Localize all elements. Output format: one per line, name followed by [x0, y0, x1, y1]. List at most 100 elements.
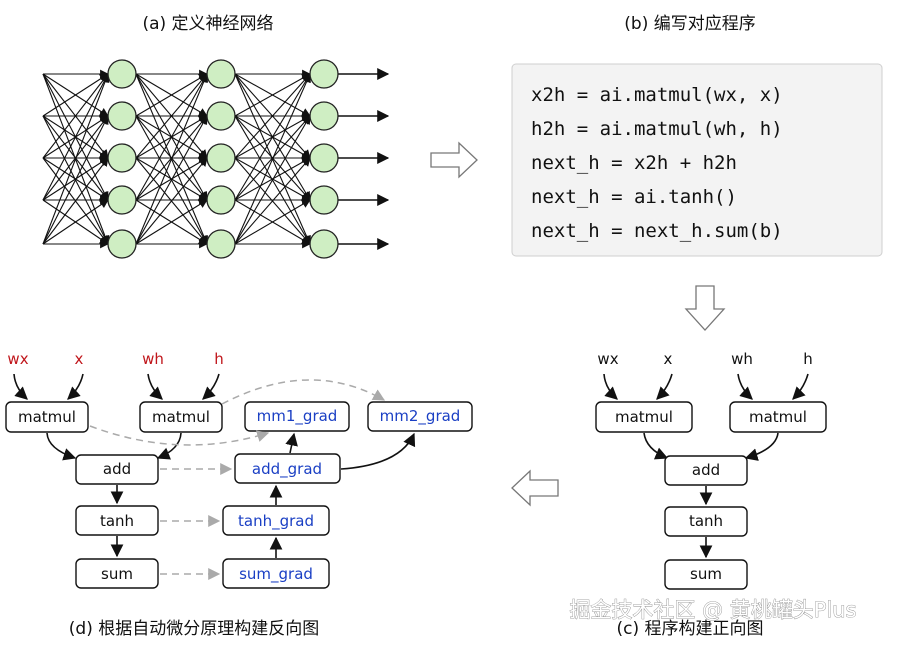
nn-edge: [135, 73, 208, 117]
neuron: [309, 143, 339, 173]
nn-edge: [135, 157, 208, 245]
d-node-matmul-2-label: matmul: [152, 408, 210, 426]
nn-edge: [42, 73, 110, 245]
neuron: [107, 185, 137, 215]
c-node-sum: [664, 559, 748, 590]
neuron: [206, 229, 236, 259]
d-node-add: [75, 454, 159, 485]
d-input-h: h: [214, 350, 224, 368]
nn-edges: [42, 68, 390, 250]
flow-arrow-right: [430, 141, 478, 179]
c-edge-x: [656, 373, 673, 400]
d-dash-mm1: [89, 425, 270, 446]
nn-edge: [234, 157, 311, 245]
c-input-x: x: [664, 350, 673, 368]
d-node-add-grad: [234, 453, 341, 484]
flow-arrow-left: [511, 469, 559, 507]
c-edge-h: [792, 373, 809, 400]
c-node-add: [664, 455, 748, 486]
c-edge-mm2-add: [744, 432, 779, 461]
c-node-matmul-1-label: matmul: [615, 408, 673, 426]
d-node-matmul-2: [139, 401, 223, 433]
c-node-matmul-1: [595, 401, 693, 433]
d-edge-x: [67, 373, 84, 400]
panel-a: (a) 定义神经网络: [42, 14, 390, 259]
c-node-matmul-2-label: matmul: [749, 408, 807, 426]
neuron: [206, 101, 236, 131]
c-input-h: h: [803, 350, 813, 368]
c-edge-mm1-add: [643, 432, 669, 460]
nn-edge: [42, 199, 109, 245]
d-input-x: x: [75, 350, 84, 368]
neuron: [107, 101, 137, 131]
c-node-add-label: add: [692, 461, 720, 479]
c-input-wx: wx: [597, 350, 618, 368]
neuron: [107, 143, 137, 173]
d-node-mm2-grad-label: mm2_grad: [380, 407, 461, 426]
nn-edge: [234, 199, 311, 245]
d-node-sum-grad-label: sum_grad: [239, 565, 313, 584]
neuron: [309, 101, 339, 131]
c-input-wh: wh: [731, 350, 753, 368]
nn-edge: [42, 115, 109, 245]
d-edge-addgrad-mm1grad: [285, 432, 298, 454]
nn-edge: [135, 199, 208, 245]
nn-edge: [135, 73, 209, 245]
panel-b: (b) 编写对应程序 x2h = ai.matmul(wx, x) h2h = …: [511, 14, 883, 257]
nn-nodes: [107, 59, 339, 259]
nn-edge: [234, 73, 311, 245]
c-node-tanh: [664, 506, 748, 537]
nn-edge: [42, 73, 109, 201]
d-node-sum-grad: [222, 558, 330, 589]
panel-d-caption: (d) 根据自动微分原理构建反向图: [69, 619, 319, 639]
d-node-matmul-1-label: matmul: [18, 408, 76, 426]
c-node-tanh-label: tanh: [689, 512, 723, 530]
d-node-sum-label: sum: [101, 565, 133, 583]
watermark: 掘金技术社区 @ 黄桃罐头Plus: [569, 598, 856, 622]
c-node-matmul-2: [729, 401, 827, 433]
nn-edge: [234, 73, 311, 159]
neuron: [309, 59, 339, 89]
code-line-4: next_h = ai.tanh(): [531, 186, 737, 208]
neuron: [206, 185, 236, 215]
code-line-5: next_h = next_h.sum(b): [531, 220, 783, 242]
d-edge-mm2-add: [156, 432, 182, 460]
d-node-add-grad-label: add_grad: [252, 460, 322, 479]
neuron: [107, 229, 137, 259]
neuron: [206, 143, 236, 173]
d-edge-wx: [13, 373, 28, 400]
panel-c-caption: (c) 程序构建正向图: [616, 619, 763, 639]
c-edge-wh: [737, 373, 753, 400]
nn-edge: [135, 115, 208, 245]
d-edge-h: [202, 373, 220, 400]
d-node-tanh: [75, 505, 159, 536]
d-input-wh: wh: [142, 350, 164, 368]
code-line-2: h2h = ai.matmul(wh, h): [531, 118, 783, 140]
d-node-mm1-grad: [244, 401, 350, 432]
nn-edge: [42, 73, 109, 159]
panel-d: wx x wh h matmul matmul mm1_grad mm2_gra…: [5, 350, 473, 639]
c-edge-wx: [603, 373, 618, 400]
code-line-3: next_h = x2h + h2h: [531, 152, 737, 174]
neuron: [309, 229, 339, 259]
d-edge-wh: [147, 373, 163, 400]
nn-edge: [42, 157, 109, 245]
d-node-add-label: add: [103, 460, 131, 478]
d-input-wx: wx: [7, 350, 28, 368]
panel-a-caption: (a) 定义神经网络: [142, 14, 273, 34]
flow-arrow-down: [684, 285, 726, 331]
nn-edge: [42, 73, 109, 117]
panel-c: wx x wh h matmul matmul add tanh sum (c)…: [595, 350, 827, 639]
neuron: [309, 185, 339, 215]
d-node-mm2-grad: [367, 401, 473, 432]
d-node-matmul-1: [5, 401, 89, 433]
d-edge-addgrad-mm2grad: [340, 432, 416, 470]
d-node-tanh-grad: [222, 505, 330, 536]
nn-edge: [234, 73, 311, 201]
neuron: [206, 59, 236, 89]
d-node-mm1-grad-label: mm1_grad: [257, 407, 338, 426]
panel-b-caption: (b) 编写对应程序: [624, 14, 755, 34]
code-line-1: x2h = ai.matmul(wx, x): [531, 84, 783, 106]
code-block: [511, 63, 883, 257]
